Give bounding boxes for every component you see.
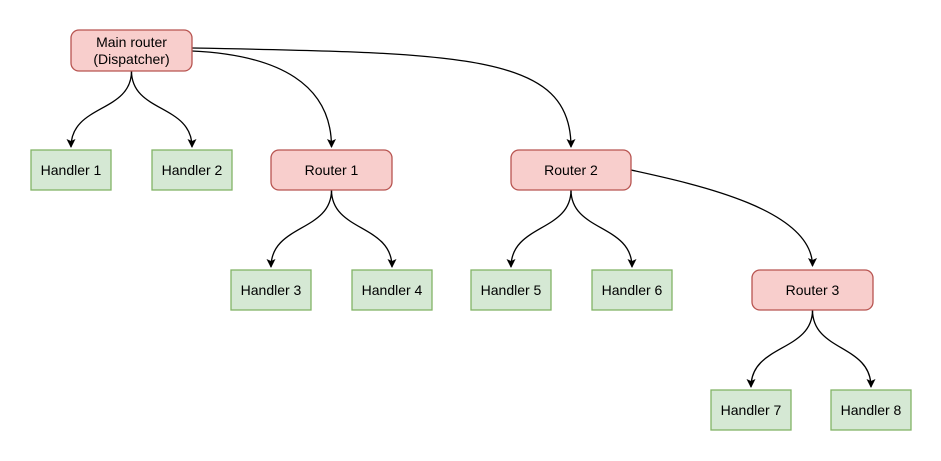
router-2-label: Router 2 xyxy=(544,162,598,178)
router-2-box[interactable] xyxy=(510,149,632,191)
handler-5-box[interactable] xyxy=(470,269,552,311)
node-router-3[interactable]: Router 3 xyxy=(751,269,874,311)
edge-router-3-to-handler-7 xyxy=(746,309,814,388)
router-3-box[interactable] xyxy=(751,269,874,311)
node-router-2[interactable]: Router 2 xyxy=(510,149,632,191)
edges-layer xyxy=(66,47,876,388)
handler-6-box[interactable] xyxy=(591,269,673,311)
handler-8-label: Handler 8 xyxy=(841,402,902,418)
node-main-router[interactable]: Main router (Dispatcher) xyxy=(70,29,193,72)
edge-router-1-to-handler-4 xyxy=(330,189,397,268)
router-1-label: Router 1 xyxy=(305,162,359,178)
handler-4-label: Handler 4 xyxy=(362,282,423,298)
edge-router-2-to-handler-6 xyxy=(570,189,637,268)
node-handler-3[interactable]: Handler 3 xyxy=(230,269,312,311)
handler-2-label: Handler 2 xyxy=(162,162,223,178)
edge-main-router-to-handler-2 xyxy=(130,70,197,148)
handler-1-box[interactable] xyxy=(30,149,112,191)
handler-3-box[interactable] xyxy=(230,269,312,311)
handler-3-label: Handler 3 xyxy=(241,282,302,298)
handler-2-box[interactable] xyxy=(151,149,233,191)
node-router-1[interactable]: Router 1 xyxy=(270,149,393,191)
edge-main-router-to-router-2 xyxy=(191,47,576,148)
handler-6-label: Handler 6 xyxy=(602,282,663,298)
edge-router-2-to-handler-5 xyxy=(506,189,572,268)
handler-7-label: Handler 7 xyxy=(721,402,782,418)
handler-5-label: Handler 5 xyxy=(481,282,542,298)
node-handler-2[interactable]: Handler 2 xyxy=(151,149,233,191)
handler-1-label: Handler 1 xyxy=(41,162,102,178)
edge-router-3-to-handler-8 xyxy=(811,309,876,388)
node-handler-4[interactable]: Handler 4 xyxy=(351,269,433,311)
main-router-label-line2: (Dispatcher) xyxy=(93,51,169,67)
edge-main-router-to-handler-1 xyxy=(66,70,133,148)
node-handler-1[interactable]: Handler 1 xyxy=(30,149,112,191)
node-handler-8[interactable]: Handler 8 xyxy=(830,389,912,431)
node-handler-7[interactable]: Handler 7 xyxy=(710,389,792,431)
node-handler-5[interactable]: Handler 5 xyxy=(470,269,552,311)
router-1-box[interactable] xyxy=(270,149,393,191)
edge-router-2-to-router-3 xyxy=(630,169,817,267)
handler-8-box[interactable] xyxy=(830,389,912,431)
main-router-label-line1: Main router xyxy=(96,34,167,50)
edge-router-1-to-handler-3 xyxy=(266,189,333,268)
main-router-box[interactable] xyxy=(70,29,193,72)
router-3-label: Router 3 xyxy=(786,282,840,298)
handler-7-box[interactable] xyxy=(710,389,792,431)
node-handler-6[interactable]: Handler 6 xyxy=(591,269,673,311)
handler-4-box[interactable] xyxy=(351,269,433,311)
edge-main-router-to-router-1 xyxy=(191,50,336,148)
